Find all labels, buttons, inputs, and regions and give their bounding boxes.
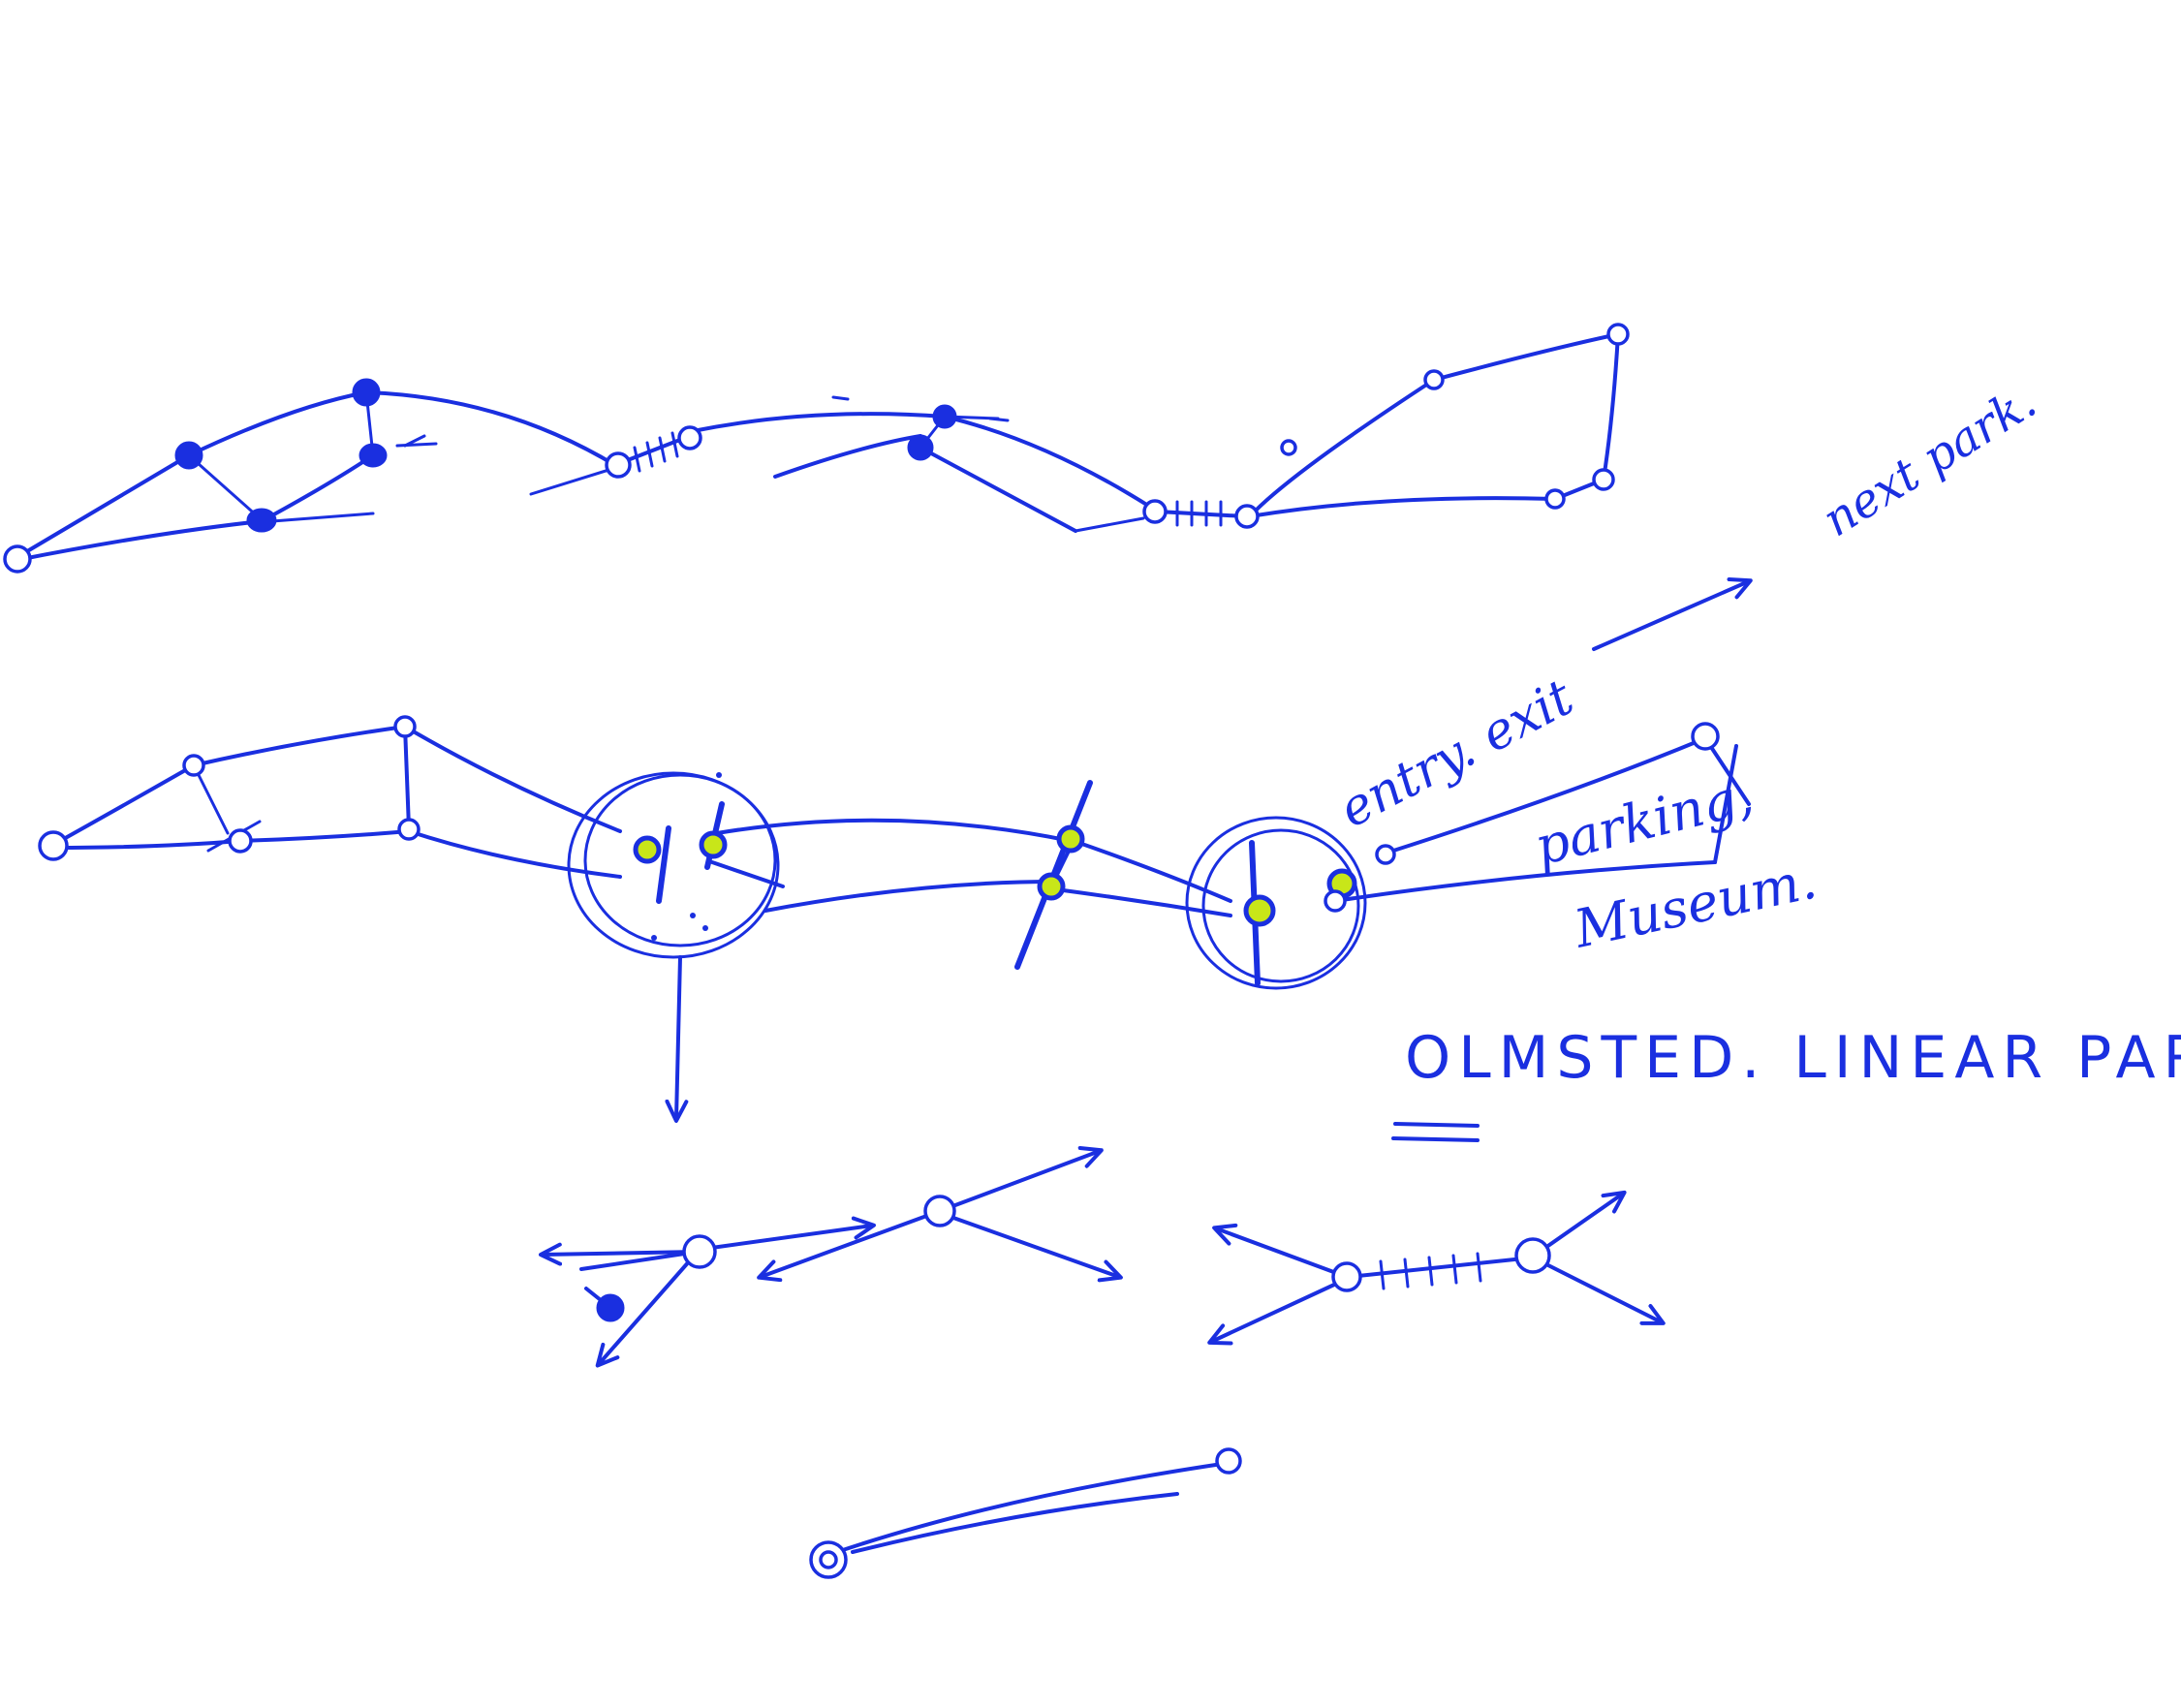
top-circulation-diagram [3,323,1630,574]
node [3,544,32,574]
title-underline [1391,1136,1480,1142]
node [677,425,702,450]
node-circle-right [1185,816,1367,990]
node [1606,323,1630,346]
node [1375,844,1396,865]
highlighted-node [699,830,728,859]
highlighted-node [1037,872,1066,901]
down-arrow [665,955,689,1123]
node [393,715,417,738]
node [358,443,388,468]
node [1691,722,1720,751]
node [923,1195,956,1227]
node [397,818,421,841]
node-crossing-center [1014,780,1093,970]
handwritten-annotations: next park. entry. exit parking, Museum. … [1330,374,2181,1142]
highlighted-node [1056,824,1085,854]
top-paths [16,332,1620,562]
title-underline [1393,1122,1480,1128]
middle-circulation-diagram [38,715,1751,1123]
node [907,434,934,461]
sketch-title: OLMSTED. LINEAR PARK [1405,1024,2181,1092]
node [1324,889,1347,913]
annotation-museum: Museum. [1569,850,1822,960]
annotation-parking: parking, [1529,764,1760,878]
node [352,378,381,407]
node [182,754,205,777]
detail-junction-left [539,1145,1123,1368]
node [1544,488,1566,510]
node [1215,1447,1242,1475]
annotation-next-park: next park. [1814,374,2046,547]
node [605,451,632,479]
middle-nodes [38,715,1720,865]
node [596,1293,625,1322]
highlighted-node [633,835,662,864]
bridge-hatch-lower [1156,500,1247,527]
node [1280,439,1297,456]
annotation-arrow [1592,577,1753,651]
node [1142,499,1168,524]
top-nodes [3,323,1630,574]
middle-paths [51,725,1751,917]
node [1234,504,1260,529]
highlighted-node [1243,894,1276,927]
detail-simple-link [809,1447,1242,1579]
node [38,830,69,861]
node [932,404,957,429]
node [174,441,203,470]
node-circle-left [567,771,785,959]
node [228,828,253,854]
node [1514,1237,1551,1274]
node [1592,468,1615,491]
top-path-direction-arrows [403,395,1010,448]
node [819,1550,838,1569]
detail-bridge-right [1207,1190,1666,1346]
node [1331,1261,1362,1292]
node [246,508,277,533]
node [1423,369,1445,390]
node [682,1234,717,1269]
